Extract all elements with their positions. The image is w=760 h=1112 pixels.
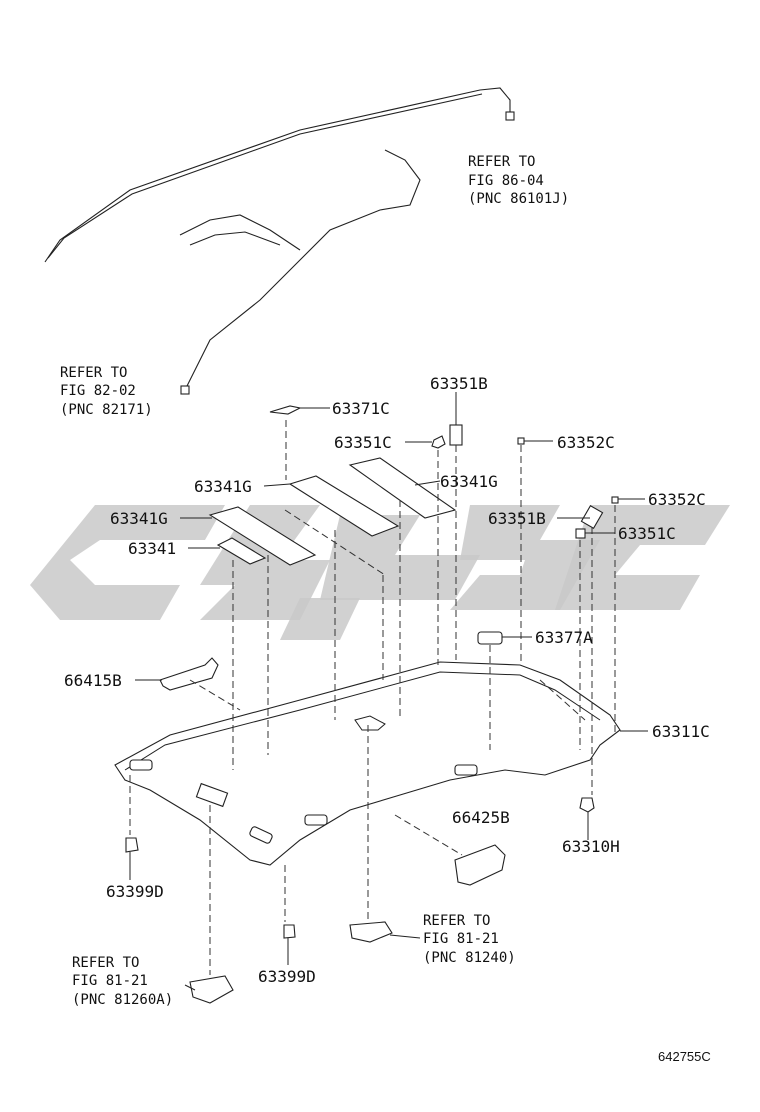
part-label-63371c: 63371C (332, 399, 390, 418)
ref-line1: REFER TO (60, 365, 127, 381)
ref-fig-81-21-a: REFER TO FIG 81-21 (PNC 81240) (423, 913, 516, 966)
part-label-66425b: 66425B (452, 808, 510, 827)
part-label-63351b-right: 63351B (488, 509, 546, 528)
part-label-63352c-top: 63352C (557, 433, 615, 452)
part-label-63351b-top: 63351B (430, 374, 488, 393)
part-label-63310h: 63310H (562, 837, 620, 856)
part-label-63341: 63341 (128, 539, 176, 558)
part-label-63341g-right: 63341G (440, 472, 498, 491)
ref-line3: (PNC 81260A) (72, 992, 173, 1008)
diagram-code: 642755C (658, 1049, 711, 1064)
part-label-63351c-right: 63351C (618, 524, 676, 543)
ref-line2: FIG 81-21 (72, 973, 148, 989)
ref-line1: REFER TO (468, 154, 535, 170)
part-label-63311c: 63311C (652, 722, 710, 741)
wire-harness (44, 87, 515, 395)
dashed-lines (129, 420, 616, 975)
ref-line3: (PNC 81240) (423, 950, 516, 966)
leader-lines (129, 392, 648, 991)
ref-line3: (PNC 86101J) (468, 191, 569, 207)
ref-fig-86-04: REFER TO FIG 86-04 (PNC 86101J) (468, 154, 569, 207)
ref-fig-81-21-b: REFER TO FIG 81-21 (PNC 81260A) (72, 955, 173, 1008)
part-label-63377a: 63377A (535, 628, 593, 647)
headliner-pads (208, 457, 457, 566)
part-label-63352c-right: 63352C (648, 490, 706, 509)
ref-fig-82-02: REFER TO FIG 82-02 (PNC 82171) (60, 365, 153, 418)
part-label-63399d-left: 63399D (106, 882, 164, 901)
ref-line2: FIG 86-04 (468, 173, 544, 189)
part-label-66415b: 66415B (64, 671, 122, 690)
part-label-63341g-lower: 63341G (110, 509, 168, 528)
part-labels: 63351B 63371C 63351C 63352C 63341G 63341… (64, 374, 710, 986)
ref-line2: FIG 81-21 (423, 931, 499, 947)
part-label-63399d-bottom: 63399D (258, 967, 316, 986)
part-label-63341g-left: 63341G (194, 477, 252, 496)
ref-line2: FIG 82-02 (60, 383, 136, 399)
part-label-63351c-top: 63351C (334, 433, 392, 452)
ref-line1: REFER TO (72, 955, 139, 971)
ref-line3: (PNC 82171) (60, 402, 153, 418)
ref-line1: REFER TO (423, 913, 490, 929)
